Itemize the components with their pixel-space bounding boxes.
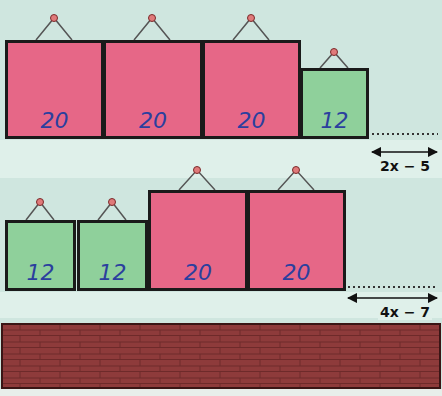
- frame-number: 20: [139, 110, 167, 136]
- picture-frame: 20: [202, 40, 301, 139]
- frame-number: 12: [321, 110, 349, 136]
- picture-frame: 12: [77, 220, 148, 291]
- frame-number: 20: [238, 110, 266, 136]
- picture-frame: 20: [103, 40, 203, 139]
- picture-frame: 20: [5, 40, 104, 139]
- picture-frame: 20: [148, 190, 248, 291]
- dimension-label: 2x − 5: [378, 158, 432, 174]
- frame-number: 20: [283, 262, 311, 288]
- picture-frame: 20: [247, 190, 346, 291]
- frame-number: 20: [184, 262, 212, 288]
- frame-number: 12: [27, 262, 55, 288]
- picture-frame: 12: [300, 68, 369, 139]
- dimension-label: 4x − 7: [378, 304, 432, 320]
- frame-number: 20: [41, 110, 69, 136]
- picture-frame: 12: [5, 220, 76, 291]
- frame-number: 12: [99, 262, 127, 288]
